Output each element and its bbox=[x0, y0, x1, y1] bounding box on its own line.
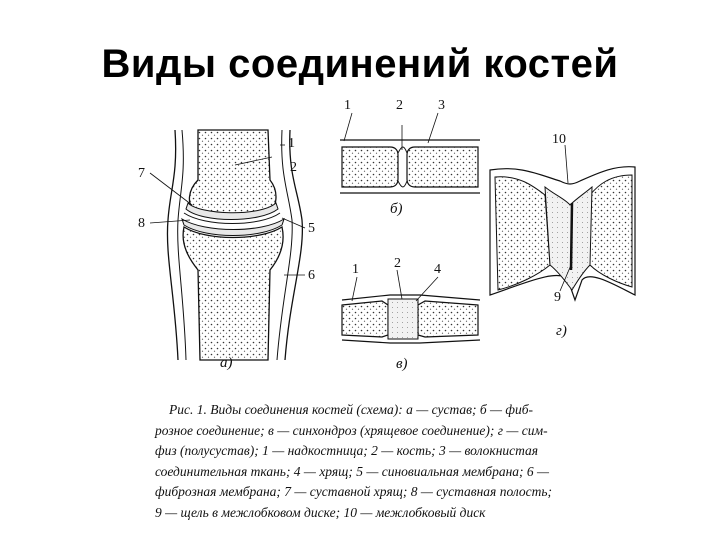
panel-label-b: б) bbox=[390, 201, 403, 217]
label-10: 10 bbox=[552, 132, 566, 147]
panel-label-g: г) bbox=[556, 323, 567, 339]
label-2: 2 bbox=[290, 160, 297, 175]
label-1: 1 bbox=[288, 136, 295, 151]
joint-types-figure: 1 2 7 8 5 6 а) 1 2 3 б) bbox=[120, 95, 640, 395]
slide-title: Виды соединений костей bbox=[101, 42, 619, 86]
label-7: 7 bbox=[138, 166, 145, 181]
label-1-b: 1 bbox=[344, 98, 351, 113]
label-2-v: 2 bbox=[394, 256, 401, 271]
panel-label-v: в) bbox=[396, 356, 408, 372]
caption-line: Рис. 1. Виды соединения костей (схема): … bbox=[169, 402, 534, 417]
label-2-b: 2 bbox=[396, 98, 403, 113]
label-5: 5 bbox=[308, 221, 315, 236]
panel-b-fibrous bbox=[340, 112, 480, 194]
label-6: 6 bbox=[308, 268, 315, 283]
caption-line: 9 — щель в межлобковом диске; 10 — межло… bbox=[155, 504, 486, 520]
figure-caption: Рис. 1. Виды соединения костей (схема): … bbox=[155, 400, 645, 523]
panel-v-synchondrosis bbox=[341, 269, 481, 344]
label-9: 9 bbox=[554, 290, 561, 305]
panel-a-joint bbox=[149, 129, 306, 361]
label-4: 4 bbox=[434, 262, 441, 277]
caption-line: розное соединение; в — синхондроз (хряще… bbox=[155, 422, 548, 438]
label-8: 8 bbox=[138, 216, 145, 231]
panel-g-symphysis bbox=[489, 144, 636, 302]
label-1-v: 1 bbox=[352, 262, 359, 277]
joint-diagram: 1 2 7 8 5 6 а) 1 2 3 б) bbox=[138, 98, 636, 372]
caption-line: фиброзная мембрана; 7 — суставной хрящ; … bbox=[155, 484, 553, 499]
caption-line: соединительная ткань; 4 — хрящ; 5 — сино… bbox=[155, 463, 550, 479]
label-3: 3 bbox=[438, 98, 445, 113]
panel-label-a: а) bbox=[220, 355, 233, 371]
caption-line: физ (полусустав); 1 — надкостница; 2 — к… bbox=[155, 443, 539, 458]
